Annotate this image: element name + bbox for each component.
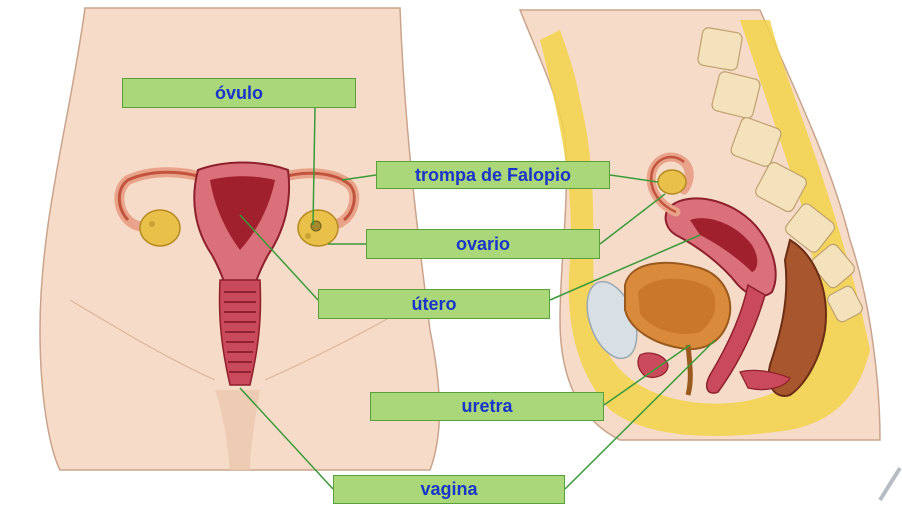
- side-view: [520, 10, 880, 440]
- label-vagina: vagina: [333, 475, 565, 504]
- side-ovary: [658, 170, 686, 194]
- label-uretra: uretra: [370, 392, 604, 421]
- corner-mark: [880, 468, 900, 500]
- label-ovulo: óvulo: [122, 78, 356, 108]
- side-urethra: [688, 345, 690, 395]
- front-follicle: [305, 233, 311, 239]
- label-ovario: ovario: [366, 229, 600, 259]
- front-follicle: [149, 221, 155, 227]
- label-trompa-de-falopio: trompa de Falopio: [376, 161, 610, 189]
- front-ovary-left: [140, 210, 180, 246]
- label-utero: útero: [318, 289, 550, 319]
